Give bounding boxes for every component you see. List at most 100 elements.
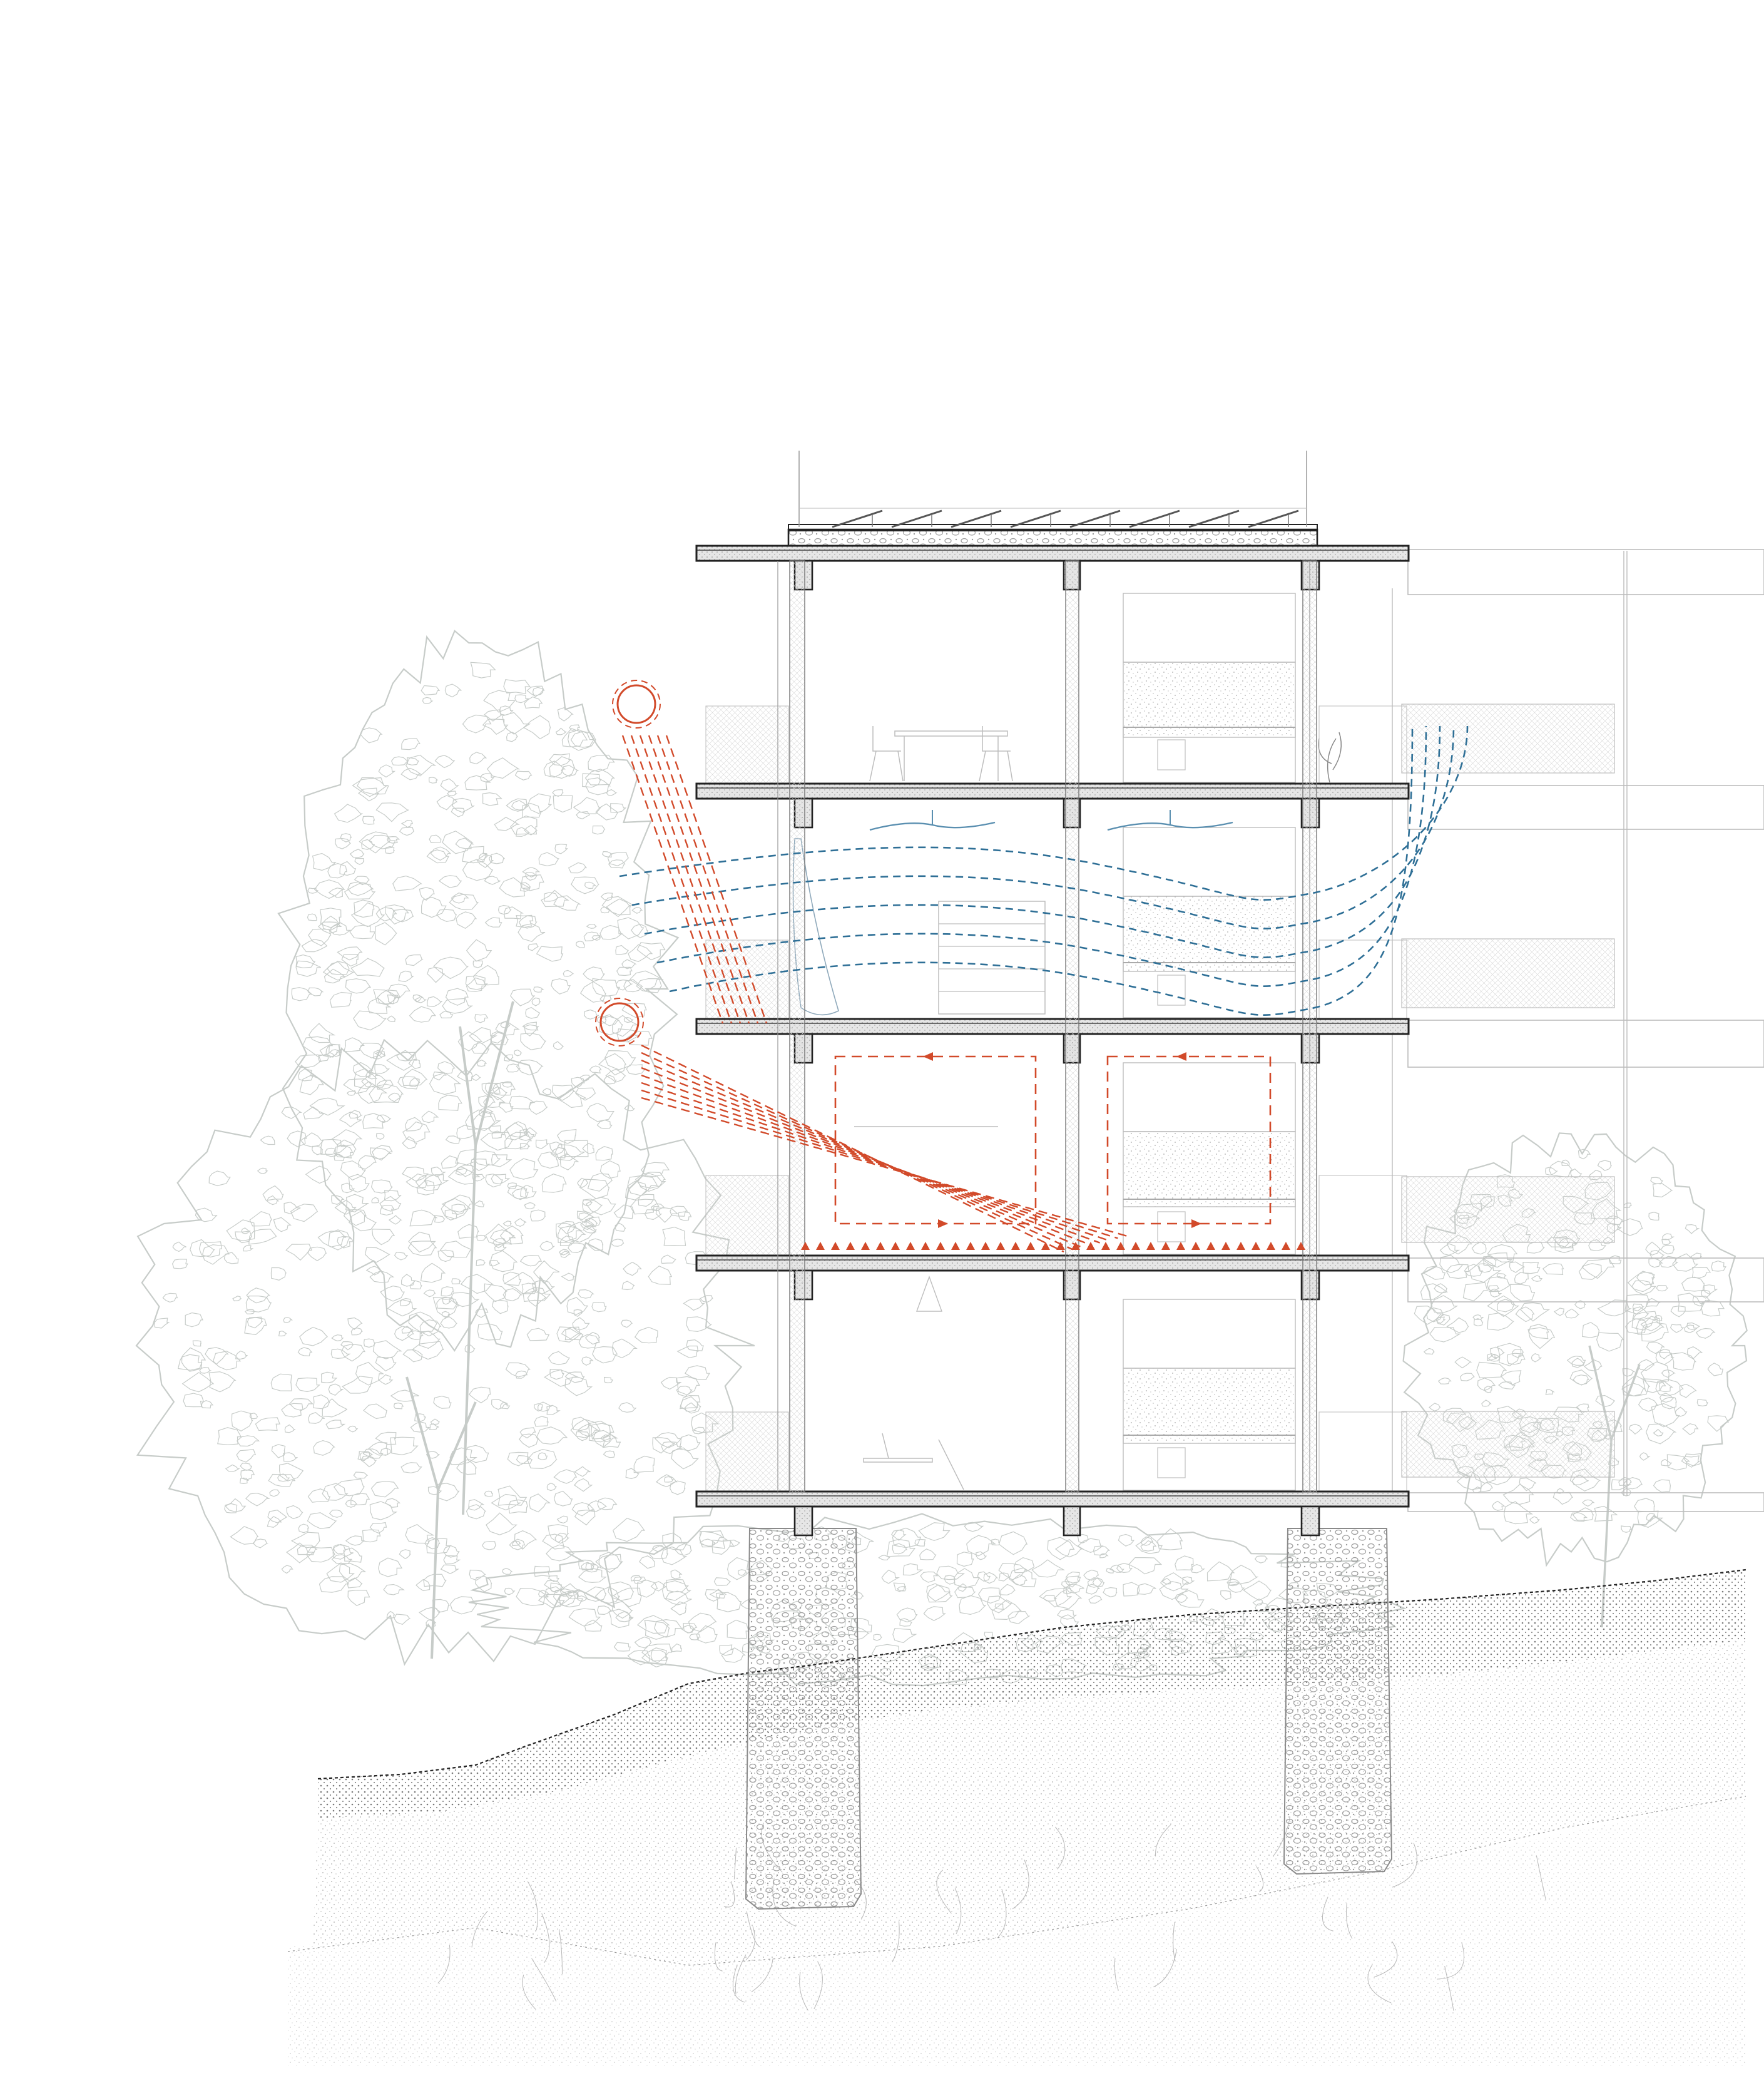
tree-canopy-left-back-leaf <box>499 877 531 898</box>
tree-canopy-left-back-leaf <box>421 685 441 695</box>
shrub-band-leaf <box>1047 1537 1075 1560</box>
tree-canopy-left-back-leaf <box>375 802 409 822</box>
shrub-band-leaf <box>583 1586 607 1602</box>
tree-canopy-left-back-leaf <box>429 834 442 844</box>
tree-canopy-left-back-leaf <box>298 1068 314 1082</box>
root <box>1012 1860 1029 1910</box>
tree-canopy-right-leaf <box>1527 1327 1556 1349</box>
tree-canopy-left-front-leaf <box>328 1229 351 1251</box>
tree-canopy-left-front-leaf <box>298 1523 310 1533</box>
tree-canopy-left-front-leaf <box>593 1430 618 1448</box>
tree-canopy-left-back-leaf <box>502 1288 523 1301</box>
tree-canopy-left-front-leaf <box>201 1400 214 1409</box>
tree-canopy-left-back-leaf <box>400 819 414 828</box>
tree-canopy-right-leaf <box>1498 1381 1516 1390</box>
tree-canopy-left-front-leaf <box>477 1323 503 1341</box>
shrub-band-leaf <box>613 1642 631 1652</box>
tree-canopy-left-back-leaf <box>426 849 449 864</box>
tree-canopy-right-leaf <box>1686 1346 1703 1359</box>
tree-canopy-left-front-leaf <box>527 1289 548 1307</box>
dining-chair-1 <box>979 726 1013 782</box>
tree-canopy-left-back-leaf <box>423 1289 436 1297</box>
shrub-band-leaf <box>1159 1581 1189 1600</box>
tree-canopy-left-front-leaf <box>162 1292 178 1303</box>
tree-canopy-left-front-leaf <box>266 1195 280 1205</box>
shrub-band-leaf <box>1228 1565 1259 1586</box>
tree-canopy-left-front-leaf <box>334 1154 345 1161</box>
tree-canopy-left-front-leaf <box>331 1554 353 1565</box>
tree-canopy-left-front-leaf <box>430 1418 441 1425</box>
tree-canopy-left-front-leaf <box>309 1097 345 1116</box>
tree-canopy-left-front-leaf <box>592 1346 618 1364</box>
shrub-band-leaf <box>983 1572 999 1584</box>
tree-canopy-left-front-leaf <box>416 1579 431 1592</box>
tree-canopy-left-front-leaf <box>208 1371 237 1393</box>
shrub-band-leaf <box>630 1575 643 1582</box>
tree-canopy-left-front-leaf <box>240 1462 252 1471</box>
tree-canopy-left-back-leaf <box>492 1082 516 1096</box>
tree-canopy-left-back-leaf <box>439 1010 454 1019</box>
shrub-band-leaf <box>699 1530 725 1547</box>
trees-vegetation <box>135 630 1748 1687</box>
shrub-band-leaf <box>662 1532 688 1550</box>
tree-canopy-left-back-leaf <box>575 941 585 948</box>
tree-canopy-left-front-leaf <box>372 1340 402 1359</box>
tree-canopy-left-back-leaf <box>489 1259 500 1267</box>
tree-canopy-left-back-leaf <box>536 946 564 962</box>
tree-canopy-left-back-leaf <box>408 1231 436 1253</box>
tree-canopy-left-front-leaf <box>554 1144 585 1161</box>
tree-canopy-right-leaf <box>1661 1239 1672 1246</box>
heat-marker <box>1056 1242 1065 1250</box>
shrub-band-leaf <box>594 1586 620 1604</box>
tree-canopy-right-leaf <box>1520 1302 1551 1322</box>
tree-canopy-left-back-leaf <box>442 998 473 1014</box>
shrub-band-leaf <box>899 1618 913 1627</box>
tree-canopy-left-back-leaf <box>400 767 422 780</box>
tree-canopy-left-front-leaf <box>505 1362 531 1378</box>
tree-canopy-left-front-leaf <box>290 1532 321 1548</box>
tree-canopy-left-back-leaf <box>549 1141 566 1155</box>
heat-marker <box>1252 1242 1260 1250</box>
tree-canopy-left-back-leaf <box>343 1037 365 1052</box>
tree-canopy-left-front-leaf <box>192 1340 201 1347</box>
tree-canopy-left-front-leaf <box>185 1312 203 1328</box>
tree-canopy-left-front-leaf <box>489 1250 518 1272</box>
tree-canopy-left-back-leaf <box>518 915 538 929</box>
sun-ray-lower-4 <box>641 1067 1091 1246</box>
tree-canopy-left-front-leaf <box>407 1330 424 1340</box>
tree-canopy-left-back-leaf <box>569 724 580 732</box>
interior-furnishings <box>792 593 1342 1491</box>
tree-canopy-left-front-leaf <box>587 1173 613 1192</box>
shrub-band-leaf <box>665 1590 692 1605</box>
tree-canopy-left-back-leaf <box>551 978 571 995</box>
ground-section <box>287 1568 1746 2065</box>
shrub-band-leaf <box>1140 1540 1157 1552</box>
tree-canopy-right-leaf <box>1711 1260 1726 1272</box>
tree-canopy-left-back-leaf <box>369 1083 404 1103</box>
shrub-band-leaf <box>638 1555 655 1569</box>
tree-canopy-right-leaf <box>1503 1501 1534 1525</box>
tree-canopy-left-back-leaf <box>479 852 488 861</box>
tree-canopy-left-back-leaf <box>291 986 313 1001</box>
cross-ventilation-airflow <box>619 725 1469 1016</box>
tree-canopy-right-leaf <box>1594 1505 1618 1522</box>
tree-canopy-left-front-leaf <box>634 1326 658 1344</box>
tree-canopy-left-front-leaf <box>202 1244 230 1265</box>
tree-canopy-left-front-leaf <box>246 1287 271 1304</box>
tree-canopy-left-back-leaf <box>617 917 645 939</box>
tree-canopy-left-back-leaf <box>394 1252 409 1261</box>
tree-canopy-right-leaf <box>1595 1394 1616 1408</box>
tree-canopy-left-front-leaf <box>502 1271 522 1286</box>
tree-canopy-left-front-leaf <box>285 1244 312 1261</box>
tree-canopy-left-front-leaf <box>249 1413 258 1420</box>
ground-line <box>317 1568 1746 1780</box>
tree-canopy-right-leaf <box>1489 1346 1506 1359</box>
tree-canopy-left-back-leaf <box>601 896 635 918</box>
tree-canopy-left-back-leaf <box>609 803 627 813</box>
tree-canopy-left-front-leaf <box>429 1423 439 1430</box>
tree-canopy-left-back-leaf <box>348 1210 377 1232</box>
tree-canopy-left-front-leaf <box>519 1254 543 1267</box>
tree-canopy-left-front-leaf <box>390 1436 419 1456</box>
tree-canopy-left-front-leaf <box>205 1347 229 1365</box>
tree-canopy-left-front-leaf <box>445 1135 462 1144</box>
